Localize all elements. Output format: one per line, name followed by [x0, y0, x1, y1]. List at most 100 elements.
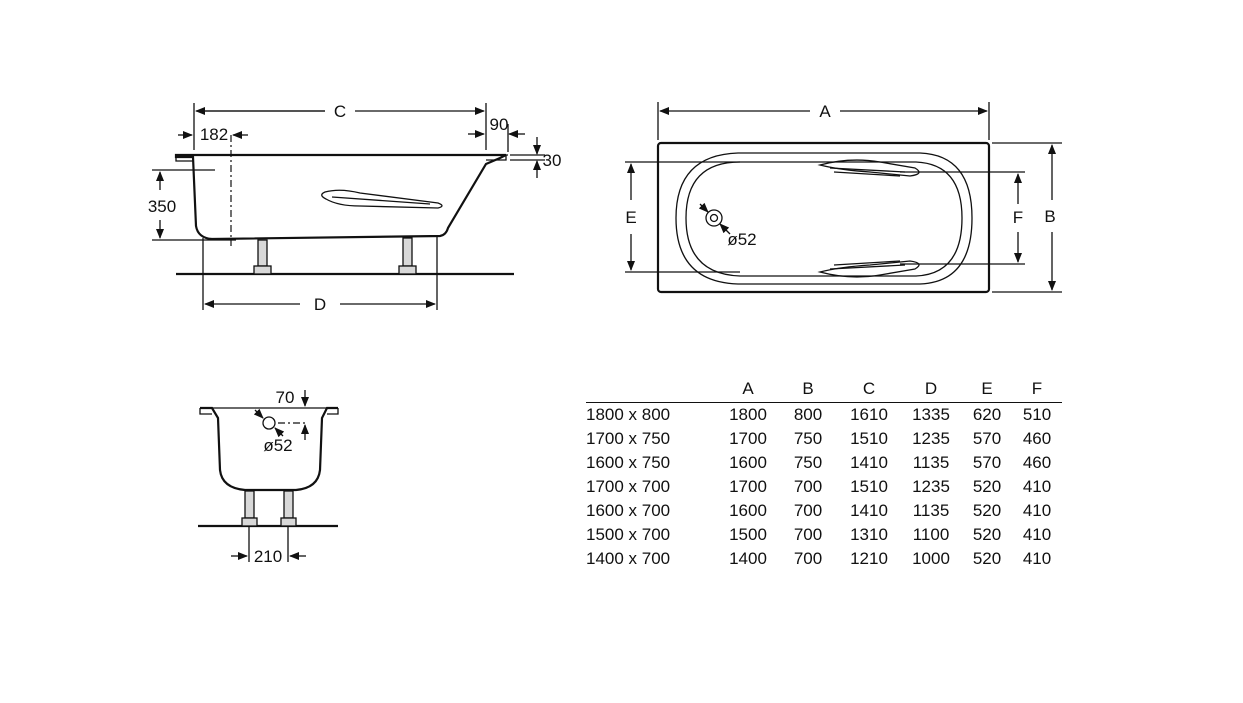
top-label-f: F [1013, 208, 1023, 227]
side-foot-left [253, 265, 272, 275]
table-cell: 700 [793, 477, 823, 496]
table-cell: 1410 [850, 453, 888, 472]
end-leg-left [244, 490, 255, 519]
table-cell: 1310 [850, 525, 888, 544]
dim-350: 350 [148, 197, 176, 216]
top-drain-arrow-b [719, 223, 731, 235]
dim-30: 30 [543, 151, 562, 170]
table-row: 1800 x 800 1800 800 1610 1335 620 510 [586, 403, 1062, 428]
table-cell: 520 [972, 525, 1002, 544]
end-foot-left [241, 517, 258, 527]
table-cell: 750 [793, 429, 823, 448]
side-foot-right [398, 265, 417, 275]
table-cell: 410 [1022, 501, 1052, 520]
top-view: ø52 A B E F [625, 102, 1062, 294]
side-right-lip [486, 155, 507, 161]
table-cell: 1800 x 800 [586, 405, 671, 424]
end-foot-right [280, 517, 297, 527]
end-view: ø52 70 210 [198, 388, 339, 566]
top-grip-upper-line [829, 167, 906, 173]
top-grip-upper [819, 159, 920, 177]
side-headrest [321, 189, 443, 209]
side-leg-right [402, 237, 413, 267]
table-cell: 460 [1022, 429, 1052, 448]
table-cell: 1600 x 700 [586, 501, 671, 520]
top-grip-lower-line [829, 264, 906, 270]
table-cell: 410 [1022, 549, 1052, 568]
table-cell: 520 [972, 501, 1002, 520]
top-label-e: E [625, 208, 636, 227]
table-cell: 520 [972, 549, 1002, 568]
table-cell: 1410 [850, 501, 888, 520]
top-grip-upper-line2 [833, 171, 901, 177]
table-cell: 700 [793, 549, 823, 568]
table-cell: 1510 [850, 429, 888, 448]
table-row: 1400 x 700 1400 700 1210 1000 520 410 [586, 547, 1062, 571]
table-cell: 510 [1022, 405, 1052, 424]
dim-182: 182 [200, 125, 228, 144]
side-left-lip [175, 155, 193, 162]
table-cell: 460 [1022, 453, 1052, 472]
top-label-b: B [1044, 207, 1055, 226]
top-drain [705, 209, 723, 227]
table-cell: 1135 [912, 453, 950, 472]
table-row: 1500 x 700 1500 700 1310 1100 520 410 [586, 523, 1062, 547]
table-cell: 410 [1022, 525, 1052, 544]
table-cell: 1210 [850, 549, 888, 568]
table-cell: 620 [972, 405, 1002, 424]
end-drain-arrow-a [253, 408, 264, 419]
end-drain [262, 416, 276, 430]
top-drain-arrow-a [698, 202, 709, 213]
table-cell: 1600 x 750 [586, 453, 671, 472]
top-drain-core [709, 213, 719, 223]
table-cell: 570 [972, 453, 1002, 472]
side-headrest-line [331, 196, 431, 205]
side-label-d: D [314, 295, 326, 314]
table-row: 1600 x 700 1600 700 1410 1135 520 410 [586, 499, 1062, 523]
end-tub-outline [200, 406, 338, 492]
end-leg-right [283, 490, 294, 519]
table-row: 1700 x 700 1700 700 1510 1235 520 410 [586, 475, 1062, 499]
table-header-c: C [838, 376, 900, 403]
table-cell: 1135 [912, 501, 950, 520]
dimensions-table: A B C D E F 1800 x 800 1800 800 1610 133… [586, 376, 1062, 571]
table-header-d: D [900, 376, 962, 403]
side-label-c: C [334, 102, 346, 121]
side-tub-outline [174, 153, 507, 241]
dim-90: 90 [490, 115, 509, 134]
table-cell: 1000 [912, 549, 950, 568]
side-leg-left [257, 239, 268, 267]
table-cell: 1600 [729, 453, 767, 472]
table-cell: 1400 [729, 549, 767, 568]
table-cell: 1100 [912, 525, 950, 544]
table-cell: 1235 [912, 477, 950, 496]
dim-70: 70 [276, 388, 295, 407]
side-view: C 182 90 30 350 D [148, 102, 562, 314]
end-drain-label: ø52 [263, 436, 292, 455]
table-cell: 1500 [729, 525, 767, 544]
top-outer-rim [656, 141, 991, 294]
end-drain-arrow-b [274, 427, 285, 438]
table-cell: 1235 [912, 429, 950, 448]
table-row: 1600 x 750 1600 750 1410 1135 570 460 [586, 451, 1062, 475]
table-cell: 1700 [729, 429, 767, 448]
dim-210: 210 [254, 547, 282, 566]
table-cell: 750 [793, 453, 823, 472]
table-cell: 520 [972, 477, 1002, 496]
table-cell: 1610 [850, 405, 888, 424]
table-row: 1700 x 750 1700 750 1510 1235 570 460 [586, 427, 1062, 451]
table-header-b: B [778, 376, 838, 403]
table-cell: 570 [972, 429, 1002, 448]
table-header-size [586, 376, 718, 403]
table-cell: 1700 [729, 477, 767, 496]
top-basin-outer [675, 152, 973, 285]
table-cell: 1700 x 750 [586, 429, 671, 448]
table-cell: 1600 [729, 501, 767, 520]
table-cell: 1800 [729, 405, 767, 424]
table-cell: 700 [793, 525, 823, 544]
end-left-lip [199, 408, 212, 415]
table-header-f: F [1012, 376, 1062, 403]
table-header-a: A [718, 376, 778, 403]
table-cell: 1500 x 700 [586, 525, 671, 544]
